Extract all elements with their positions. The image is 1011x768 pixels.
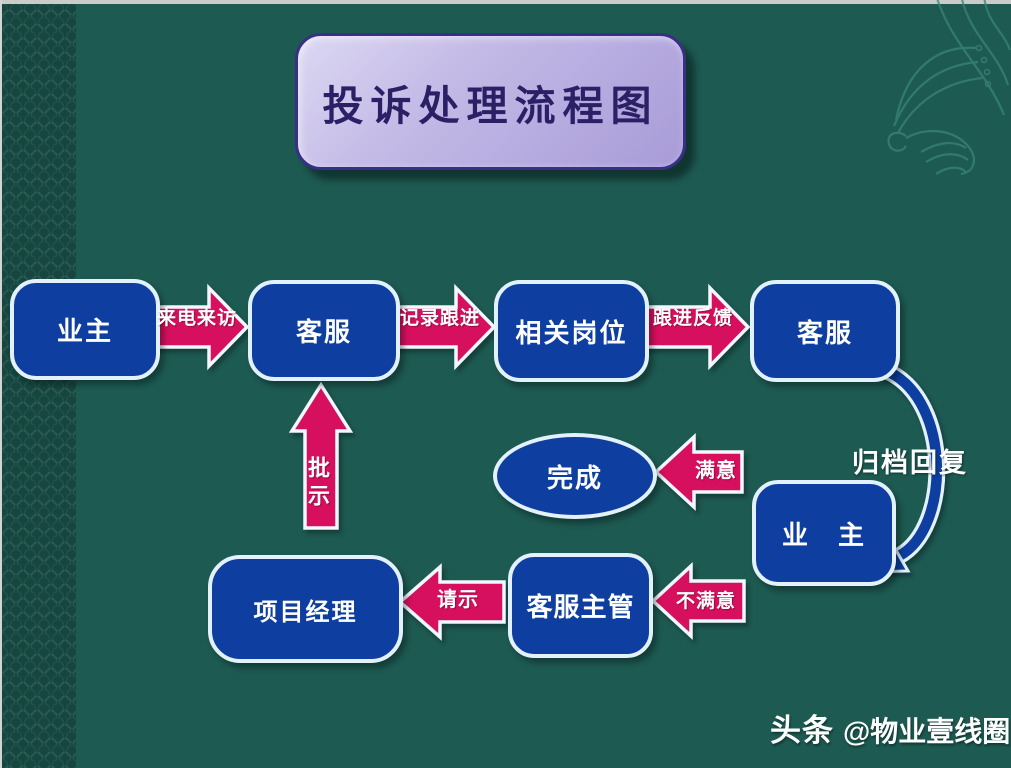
left-decor-strip: [2, 4, 76, 768]
arrow-label-archive: 归档回复: [852, 448, 968, 478]
node-label: 业主: [56, 316, 113, 346]
node-label: 业 主: [781, 519, 866, 550]
arrow-label-call: 来电来访: [156, 308, 237, 329]
ribbon-curve: [961, 0, 1010, 86]
arrow-satisfied-left: [653, 433, 744, 511]
arrow-label-record: 记录跟进: [399, 308, 480, 329]
feather-dot: [983, 68, 991, 76]
watermark: 头条 @物业壹线圈: [770, 705, 1010, 750]
node-project-manager: 项目经理: [208, 555, 403, 663]
top-edge-line: [0, 0, 1011, 4]
ribbon-curve: [936, 0, 1006, 116]
watermark-brand: 头条: [770, 713, 834, 748]
node-label: 相关岗位: [515, 317, 628, 348]
node-label: 完成: [546, 462, 603, 493]
arrow-unsatisfied-left: [650, 562, 746, 640]
node-service-supervisor: 客服主管: [508, 553, 653, 658]
left-edge-line: [0, 0, 2, 768]
arrow-record-right: [390, 283, 497, 371]
phoenix-head: [887, 131, 907, 152]
node-label: 客服: [295, 317, 352, 347]
watermark-handle: @物业壹线圈: [843, 716, 1011, 747]
node-customer-service-2: 客服: [750, 280, 900, 382]
tail-feather-curve: [897, 76, 983, 134]
tail-feather-curve: [894, 46, 977, 121]
arrow-label-request: 请示: [437, 589, 479, 611]
title-box: 投诉处理流程图: [295, 33, 686, 170]
node-related-position: 相关岗位: [494, 280, 649, 382]
node-owner-2: 业 主: [752, 480, 896, 586]
node-label: 客服: [796, 317, 853, 348]
feather-dot: [984, 80, 992, 88]
arrow-request-left: [397, 563, 506, 641]
feather-dot: [975, 44, 983, 52]
wing-line: [935, 166, 967, 175]
node-done: 完成: [493, 433, 657, 519]
arrow-label-feedback: 跟进反馈: [652, 308, 733, 329]
tail-feather-curve: [892, 60, 979, 127]
phoenix-body: [905, 130, 975, 176]
ribbon-curve: [983, 0, 1011, 51]
phoenix-decoration: [887, 0, 1011, 176]
arrow-label-unsatisfied: 不满意: [675, 591, 736, 612]
arrow-feedback-right: [643, 283, 751, 371]
wing-line: [925, 153, 969, 163]
node-customer-service-1: 客服: [248, 280, 400, 381]
arrow-label-satisfied: 满意: [695, 460, 737, 482]
arrow-approve-up: [288, 381, 354, 530]
node-label: 客服主管: [526, 592, 635, 622]
page-title: 投诉处理流程图: [322, 81, 659, 130]
node-owner-start: 业主: [10, 279, 160, 380]
arrow-archive-curve: [883, 366, 942, 562]
feather-dot: [980, 56, 988, 64]
arrow-label-approve: 批示: [305, 456, 330, 512]
node-label: 项目经理: [253, 598, 358, 626]
wing-line: [920, 142, 967, 153]
